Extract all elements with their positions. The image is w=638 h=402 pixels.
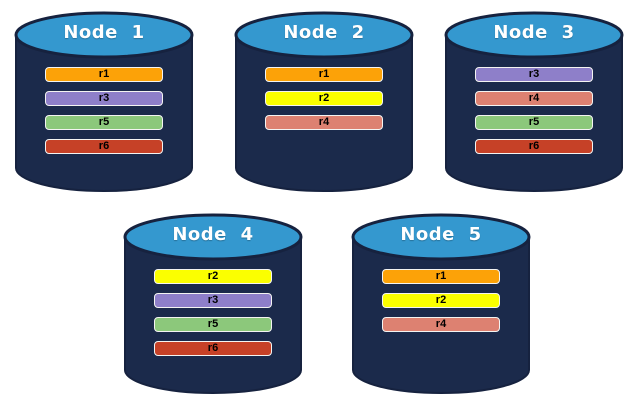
node-label: Node 3	[493, 22, 575, 43]
node-label: Node 5	[400, 224, 482, 245]
replica-bar-list: r3 r4 r5 r6	[442, 67, 626, 154]
replica-bar-r6: r6	[475, 139, 593, 154]
replica-bar-r2: r2	[265, 91, 383, 106]
node-cylinder-2: Node 2 r1 r2 r4	[232, 10, 416, 194]
replica-bar-list: r1 r2 r4	[349, 269, 533, 332]
replica-bar-r2: r2	[154, 269, 272, 284]
node-cylinder-3: Node 3 r3 r4 r5 r6	[442, 10, 626, 194]
replica-bar-r3: r3	[45, 91, 163, 106]
replica-bar-r1: r1	[45, 67, 163, 82]
replica-bar-r1: r1	[265, 67, 383, 82]
replica-bar-r6: r6	[154, 341, 272, 356]
replica-bar-list: r1 r2 r4	[232, 67, 416, 130]
node-label: Node 2	[283, 22, 365, 43]
replica-bar-r5: r5	[475, 115, 593, 130]
replica-bar-r3: r3	[475, 67, 593, 82]
replica-bar-r5: r5	[45, 115, 163, 130]
node-cylinder-5: Node 5 r1 r2 r4	[349, 212, 533, 396]
replica-bar-r6: r6	[45, 139, 163, 154]
node-label: Node 1	[63, 22, 145, 43]
replica-bar-list: r1 r3 r5 r6	[12, 67, 196, 154]
replica-bar-r3: r3	[154, 293, 272, 308]
replica-bar-r2: r2	[382, 293, 500, 308]
replica-bar-list: r2 r3 r5 r6	[121, 269, 305, 356]
node-cylinder-4: Node 4 r2 r3 r5 r6	[121, 212, 305, 396]
replica-bar-r1: r1	[382, 269, 500, 284]
replica-bar-r4: r4	[475, 91, 593, 106]
replica-bar-r5: r5	[154, 317, 272, 332]
node-cylinder-1: Node 1 r1 r3 r5 r6	[12, 10, 196, 194]
node-label: Node 4	[172, 224, 254, 245]
replica-bar-r4: r4	[265, 115, 383, 130]
replica-bar-r4: r4	[382, 317, 500, 332]
